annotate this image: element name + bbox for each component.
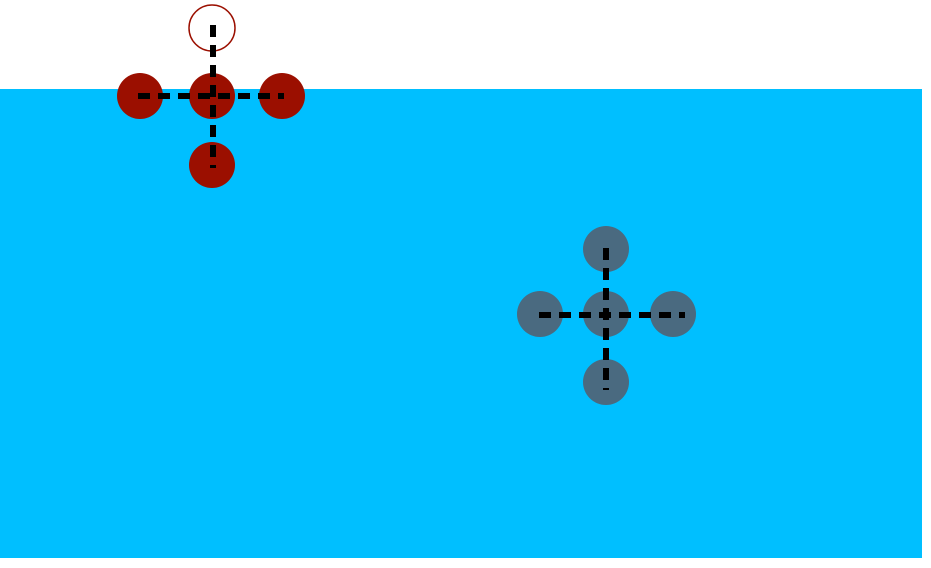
gray-node-right[interactable] [650,291,696,337]
gray-node-bottom[interactable] [583,359,629,405]
water-area [0,89,922,558]
gray-cross-piece[interactable] [517,226,696,405]
red-cross-piece[interactable] [117,4,305,188]
